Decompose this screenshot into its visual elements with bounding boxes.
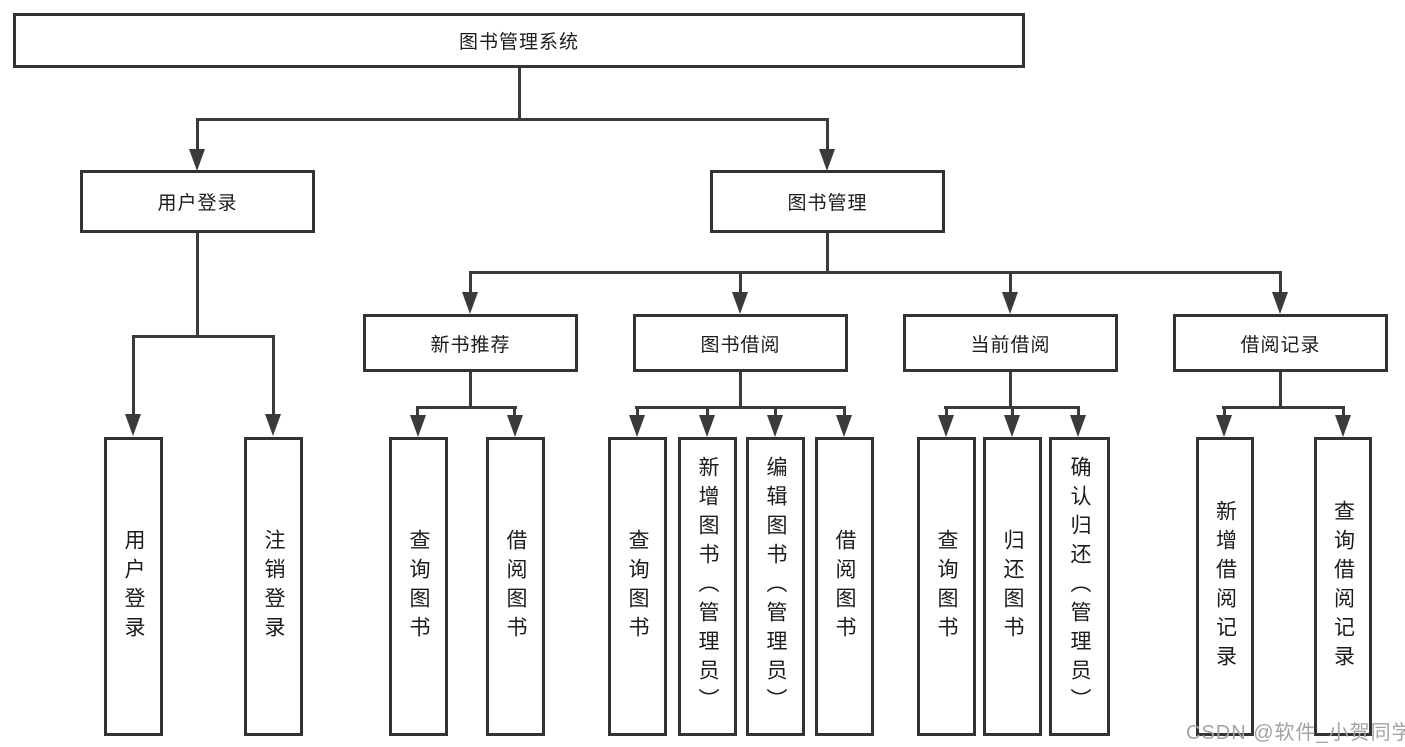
arrow-down-icon xyxy=(767,415,783,437)
connector-records-drop-1 xyxy=(1223,406,1226,417)
arrow-down-icon xyxy=(1070,415,1086,437)
connector-recommend-rail xyxy=(416,406,517,409)
connector-mgmt-drop-4 xyxy=(1279,271,1282,293)
connector-borrow-drop-1 xyxy=(636,406,639,417)
connector-borrow-rail xyxy=(635,406,846,409)
connector-recommend-drop-1 xyxy=(416,406,419,417)
connector-login-drop-left xyxy=(132,335,135,416)
node-borrow-records: 借阅记录 xyxy=(1173,314,1388,372)
connector-login-stem xyxy=(196,233,199,336)
connector-records-stem xyxy=(1279,372,1282,407)
connector-login-drop-right xyxy=(272,335,275,416)
arrow-down-icon xyxy=(836,415,852,437)
node-user-login-action: 用户登录 xyxy=(104,437,163,736)
connector-mgmt-rail xyxy=(469,271,1282,274)
connector-mgmt-drop-3 xyxy=(1009,271,1012,293)
arrow-down-icon xyxy=(507,415,523,437)
arrow-down-icon xyxy=(125,414,141,436)
connector-mgmt-drop-1 xyxy=(469,271,472,293)
node-add-borrow-record: 新增借阅记录 xyxy=(1196,437,1254,736)
connector-mgmt-drop-2 xyxy=(739,271,742,293)
connector-records-drop-2 xyxy=(1342,406,1345,417)
node-current-borrow: 当前借阅 xyxy=(903,314,1118,372)
connector-recommend-stem xyxy=(469,372,472,407)
connector-root-drop-left xyxy=(196,118,199,151)
node-return-books: 归还图书 xyxy=(983,437,1042,736)
node-borrow-books-borrow: 借阅图书 xyxy=(815,437,874,736)
arrow-down-icon xyxy=(629,415,645,437)
node-borrow-books-recommend: 借阅图书 xyxy=(486,437,545,736)
node-query-borrow-record: 查询借阅记录 xyxy=(1314,437,1372,736)
node-logout: 注销登录 xyxy=(244,437,303,736)
connector-recommend-drop-2 xyxy=(513,406,516,417)
connector-login-rail xyxy=(132,335,275,338)
connector-records-rail xyxy=(1222,406,1345,409)
arrow-down-icon xyxy=(1335,415,1351,437)
arrow-down-icon xyxy=(265,414,281,436)
node-query-books-borrow: 查询图书 xyxy=(608,437,667,736)
arrow-down-icon xyxy=(410,415,426,437)
node-book-management: 图书管理 xyxy=(710,170,945,233)
arrow-down-icon xyxy=(938,415,954,437)
connector-borrow-drop-2 xyxy=(706,406,709,417)
connector-root-drop-right xyxy=(826,118,829,151)
arrow-down-icon xyxy=(1272,292,1288,314)
arrow-down-icon xyxy=(189,149,205,171)
connector-current-drop-3 xyxy=(1077,406,1080,417)
node-book-borrow: 图书借阅 xyxy=(633,314,848,372)
arrow-down-icon xyxy=(1004,415,1020,437)
csdn-watermark: CSDN @软件_小贺同学 xyxy=(1186,722,1405,744)
connector-current-stem xyxy=(1009,372,1012,407)
node-add-books-admin: 新增图书（管理员） xyxy=(678,437,737,736)
connector-root-stem xyxy=(518,68,521,119)
arrow-down-icon xyxy=(819,149,835,171)
arrow-down-icon xyxy=(1216,415,1232,437)
arrow-down-icon xyxy=(462,292,478,314)
connector-borrow-drop-3 xyxy=(774,406,777,417)
node-confirm-return-admin: 确认归还（管理员） xyxy=(1049,437,1110,736)
arrow-down-icon xyxy=(699,415,715,437)
connector-current-drop-2 xyxy=(1011,406,1014,417)
node-query-books-recommend: 查询图书 xyxy=(389,437,448,736)
connector-mgmt-stem xyxy=(826,233,829,273)
node-library-system: 图书管理系统 xyxy=(13,13,1025,68)
node-query-books-current: 查询图书 xyxy=(917,437,976,736)
node-new-book-recommend: 新书推荐 xyxy=(363,314,578,372)
node-edit-books-admin: 编辑图书（管理员） xyxy=(746,437,805,736)
arrow-down-icon xyxy=(732,292,748,314)
connector-current-drop-1 xyxy=(945,406,948,417)
arrow-down-icon xyxy=(1002,292,1018,314)
connector-root-rail xyxy=(196,118,829,121)
connector-borrow-stem xyxy=(739,372,742,407)
node-user-login: 用户登录 xyxy=(80,170,315,233)
connector-borrow-drop-4 xyxy=(843,406,846,417)
